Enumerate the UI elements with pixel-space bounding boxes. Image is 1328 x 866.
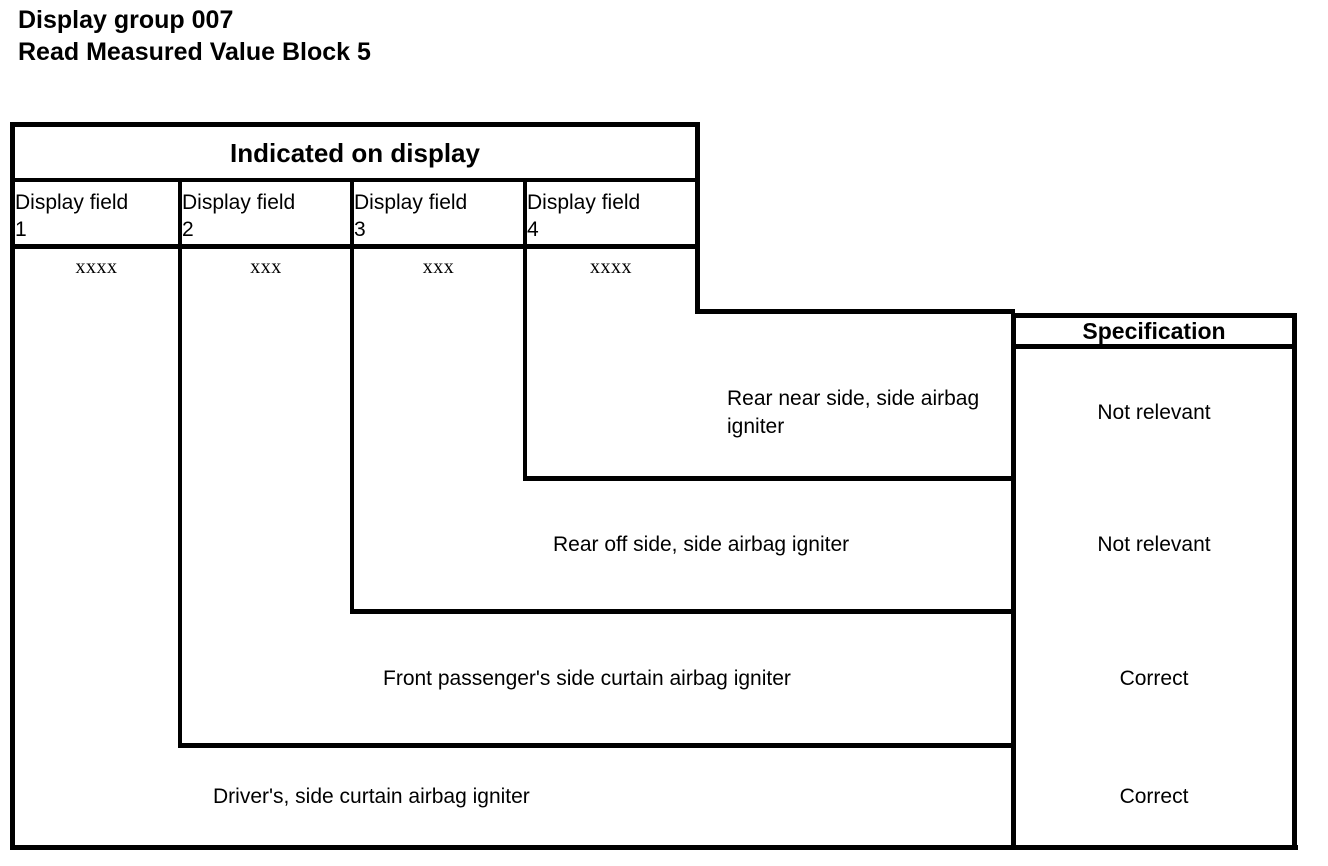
display-field-value-3: xxx bbox=[354, 253, 523, 283]
display-field-header-1-line2: 1 bbox=[15, 218, 27, 241]
row-label-driver-text: Driver's, side curtain airbag igniter bbox=[213, 784, 530, 808]
page-title-line-1: Display group 007 bbox=[18, 6, 234, 34]
specification-value-row-1-text: Not relevant bbox=[1097, 400, 1211, 424]
display-field-value-3-text: xxx bbox=[422, 256, 455, 278]
header-block-right-border bbox=[695, 122, 700, 314]
staircase-step-border-row1 bbox=[523, 476, 1015, 481]
display-field-header-2-line2: 2 bbox=[182, 218, 194, 241]
specification-right-border bbox=[1292, 313, 1297, 850]
staircase-step-border-row3 bbox=[178, 743, 1015, 748]
table-top-border bbox=[10, 122, 700, 127]
display-field-header-2: Display field 2 bbox=[182, 184, 350, 244]
display-field-value-1-text: xxxx bbox=[75, 256, 118, 278]
row-label-rear-off-side: Rear off side, side airbag igniter bbox=[551, 481, 851, 609]
header-block-bottom-border bbox=[695, 309, 1015, 314]
row-label-front-passenger-text: Front passenger's side curtain airbag ig… bbox=[383, 666, 791, 690]
specification-value-row-3-text: Correct bbox=[1119, 666, 1189, 690]
specification-value-row-2: Not relevant bbox=[1016, 481, 1292, 609]
display-field-header-3-line1: Display field bbox=[354, 191, 468, 214]
specification-value-row-1: Not relevant bbox=[1016, 349, 1292, 476]
display-field-value-4: xxxx bbox=[527, 253, 695, 283]
display-band-bottom-border bbox=[10, 178, 700, 182]
row-label-rear-near-side-text: Rear near side, side airbag igniter bbox=[727, 386, 980, 438]
display-field-header-2-line1: Display field bbox=[182, 191, 296, 214]
specification-left-border bbox=[1011, 313, 1016, 850]
specification-value-row-4: Correct bbox=[1016, 748, 1292, 845]
specification-value-row-3: Correct bbox=[1016, 614, 1292, 743]
display-field-value-2: xxx bbox=[182, 253, 350, 283]
indicated-on-display-band: Indicated on display bbox=[15, 127, 695, 178]
row-label-rear-near-side: Rear near side, side airbag igniter bbox=[725, 349, 1010, 476]
specification-value-row-4-text: Correct bbox=[1119, 784, 1189, 808]
display-field-value-1: xxxx bbox=[15, 253, 178, 283]
specification-top-border bbox=[1011, 313, 1297, 318]
table-left-border bbox=[10, 122, 15, 850]
display-field-header-3: Display field 3 bbox=[354, 184, 523, 244]
display-field-header-3-line2: 3 bbox=[354, 218, 366, 241]
specification-header-label: Specification bbox=[1082, 318, 1226, 344]
display-field-value-4-text: xxxx bbox=[590, 256, 632, 278]
display-field-header-1: Display field 1 bbox=[15, 184, 178, 244]
display-field-header-4-line2: 4 bbox=[527, 218, 539, 241]
column-divider-1 bbox=[178, 182, 182, 747]
display-field-header-4-line1: Display field bbox=[527, 191, 641, 214]
column-divider-2 bbox=[350, 182, 354, 613]
row-label-driver: Driver's, side curtain airbag igniter bbox=[211, 748, 1011, 845]
specification-header: Specification bbox=[1016, 316, 1292, 346]
specification-header-underline bbox=[1016, 344, 1292, 349]
table-bottom-border bbox=[10, 845, 1298, 850]
column-divider-3 bbox=[523, 182, 527, 480]
display-field-header-4: Display field 4 bbox=[527, 184, 695, 244]
specification-value-row-2-text: Not relevant bbox=[1097, 533, 1211, 556]
indicated-on-display-label: Indicated on display bbox=[230, 137, 480, 168]
row-label-rear-off-side-text: Rear off side, side airbag igniter bbox=[553, 533, 850, 556]
row-label-front-passenger: Front passenger's side curtain airbag ig… bbox=[381, 614, 851, 743]
display-field-value-2-text: xxx bbox=[250, 256, 282, 278]
page-title-line-2: Read Measured Value Block 5 bbox=[18, 38, 371, 66]
staircase-step-border-row2 bbox=[350, 609, 1015, 614]
page-title: Display group 007 Read Measured Value Bl… bbox=[18, 4, 918, 68]
display-field-header-1-line1: Display field bbox=[15, 191, 129, 214]
display-field-header-bottom-border bbox=[10, 244, 700, 249]
